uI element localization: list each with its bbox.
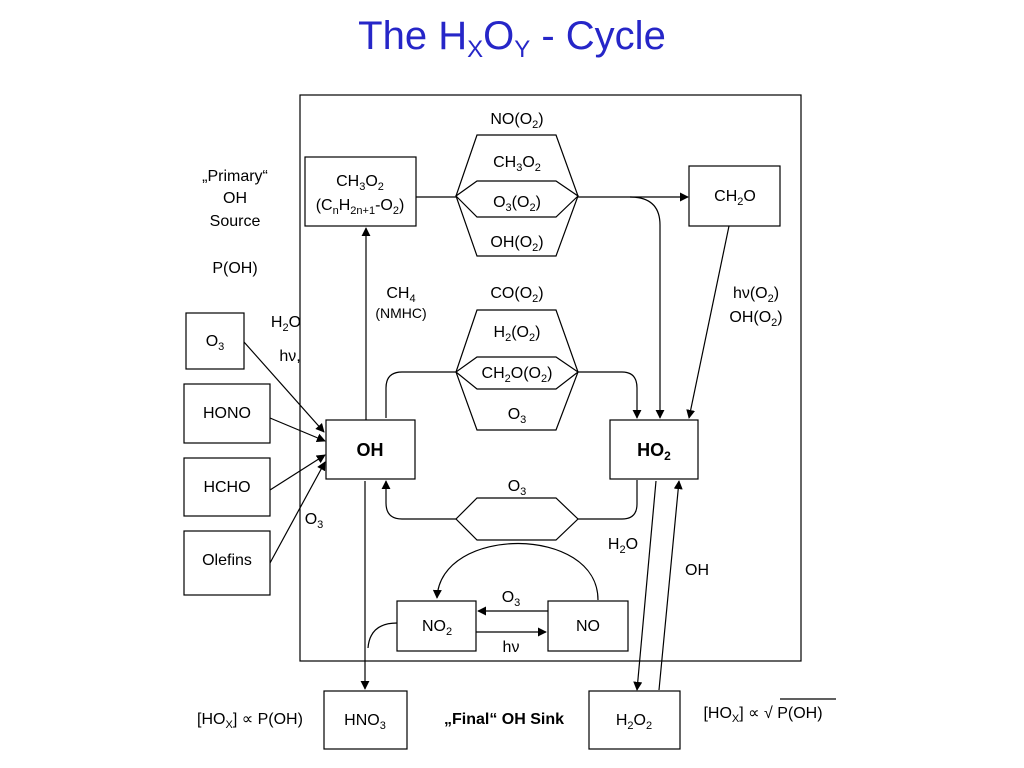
hnu-source-label: hν, bbox=[279, 348, 300, 365]
hono-source-box bbox=[183, 383, 271, 444]
primary-oh-label: OH bbox=[223, 190, 247, 207]
o3-source-label: O3 bbox=[206, 333, 225, 353]
arrow-hono-to-oh bbox=[269, 417, 326, 443]
h2o-source-label: H2O bbox=[271, 314, 301, 334]
primary-source-label: Source bbox=[210, 213, 261, 230]
ho2-box bbox=[609, 419, 699, 480]
hox-linear-label: [HOX] ∝ P(OH) bbox=[197, 711, 303, 731]
hno3-label: HNO3 bbox=[344, 712, 386, 732]
cnh2n1-o2-label: (CnH2n+1-O2) bbox=[316, 197, 405, 217]
h2o-ho2-label: H2O bbox=[608, 536, 638, 556]
hono-label: HONO bbox=[203, 405, 251, 422]
arrow-top-to-ho2 bbox=[629, 196, 665, 419]
ch3o2-label: CH3O2 bbox=[336, 173, 384, 193]
arrow-hcho-to-oh bbox=[269, 454, 326, 491]
ch3o2-reaction-label: CH3O2 bbox=[493, 154, 541, 174]
ch4-label: CH4 bbox=[386, 285, 415, 305]
title-sub-x: X bbox=[467, 36, 484, 63]
oh-h2o2-label: OH bbox=[685, 562, 709, 579]
olefins-label: Olefins bbox=[202, 552, 252, 569]
arrow-mid-hexagon-to-ho2 bbox=[578, 371, 642, 419]
hcho-label: HCHO bbox=[203, 479, 250, 496]
ho2-label: HO2 bbox=[637, 440, 671, 463]
h2-o2-label: H2(O2) bbox=[494, 324, 541, 344]
o3-source-box bbox=[185, 312, 245, 370]
title-text-o: O bbox=[483, 14, 515, 58]
arrow-o3-to-oh bbox=[243, 341, 325, 433]
p-oh-label: P(OH) bbox=[212, 260, 257, 277]
ch2o-o2-label: CH2O(O2) bbox=[482, 365, 553, 385]
oh-label: OH bbox=[357, 440, 384, 460]
co-o2-label: CO(O2) bbox=[490, 285, 543, 305]
o3-ho2-oh-label: O3 bbox=[508, 478, 527, 498]
oh-box bbox=[325, 419, 416, 480]
arrow-h2o2-to-ho2 bbox=[658, 480, 683, 691]
h2o2-box bbox=[588, 690, 681, 750]
arrow-ho2-to-oh bbox=[386, 480, 638, 520]
hox-sqrt-label: [HOX] ∝ √ P(OH) bbox=[703, 705, 822, 725]
primary-label: „Primary“ bbox=[202, 168, 268, 185]
title-suffix: - Cycle bbox=[530, 14, 666, 58]
hnu-nox-label: hν bbox=[503, 639, 520, 656]
nmhc-label: (NMHC) bbox=[375, 305, 426, 321]
o3-o2-label: O3(O2) bbox=[493, 194, 541, 214]
ch2o-box bbox=[688, 165, 781, 227]
h2o2-label: H2O2 bbox=[616, 712, 652, 732]
arrow-olefins-to-oh bbox=[269, 461, 326, 564]
title-text: The H bbox=[358, 14, 468, 58]
hcho-source-box bbox=[183, 457, 271, 517]
o3-olefin-label: O3 bbox=[305, 511, 324, 531]
hno3-box bbox=[323, 690, 408, 750]
oh-o2-label: OH(O2) bbox=[490, 234, 543, 254]
final-oh-sink-label: „Final“ OH Sink bbox=[444, 711, 564, 728]
olefins-source-box bbox=[183, 530, 271, 596]
line-no2-to-hno3 bbox=[367, 622, 398, 649]
ch2o-label: CH2O bbox=[714, 188, 756, 208]
no-o2-label: NO(O2) bbox=[490, 111, 543, 131]
hnu-o2-label: hν(O2) bbox=[733, 285, 779, 305]
no-label: NO bbox=[576, 618, 600, 635]
arrow-no-to-no2-curve bbox=[432, 542, 599, 601]
line-oh-to-mid-hexagon bbox=[385, 371, 456, 418]
o3-mid-label: O3 bbox=[508, 406, 527, 426]
page-title: The HXOY - Cycle bbox=[0, 14, 1024, 62]
no-box bbox=[547, 600, 629, 652]
no2-box bbox=[396, 600, 477, 652]
ch3o2-box bbox=[304, 156, 417, 227]
top-hexagon-inner bbox=[455, 180, 579, 218]
title-sub-y: Y bbox=[514, 36, 531, 63]
no2-label: NO2 bbox=[422, 618, 452, 638]
o3-nox-label: O3 bbox=[502, 589, 521, 609]
arrow-ch2o-to-ho2 bbox=[686, 225, 730, 419]
oh-o2-ch2o-label: OH(O2) bbox=[729, 309, 782, 329]
arrow-ho2-to-h2o2 bbox=[633, 480, 657, 691]
